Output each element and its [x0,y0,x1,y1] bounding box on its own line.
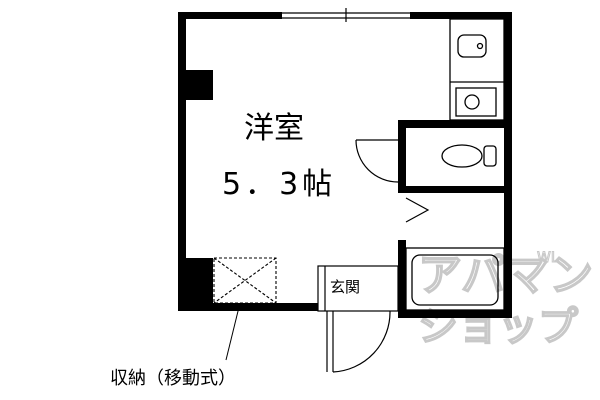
window [282,8,410,22]
kitchen [449,18,505,121]
stove-icon [455,87,497,117]
bathtub [405,247,505,311]
pillar-lower [178,258,213,311]
room-name: 洋室 [244,111,304,146]
toilet-door [355,139,399,183]
storage-box [213,257,277,304]
bath-door-icon [405,197,430,223]
bottom-wall-right [398,310,512,318]
toilet-bath-divider [398,186,512,193]
sink-icon [457,34,487,58]
bathtub-inner [411,254,499,306]
storage-label: 収納（移動式） [110,368,236,389]
entrance-area [317,265,399,312]
entrance-door [326,310,391,373]
toilet-icon [441,144,497,168]
entrance-label: 玄関 [330,278,360,296]
top-wall-left [178,12,282,19]
bottom-wall-left [178,303,318,311]
kitchen-counter [449,18,505,121]
left-wall [178,12,186,310]
storage-leader-line [225,302,241,361]
room-size: 5．3帖 [222,167,336,202]
watermark-small: WL [537,250,559,266]
top-wall-right [410,12,512,19]
storage-outline [213,257,277,304]
bath-left-wall [398,240,406,318]
toilet-top-wall [398,120,512,128]
walls [178,12,512,318]
bathtub-outline [405,247,505,311]
pillar-upper [178,70,213,100]
toilet-left-wall [398,120,406,190]
right-wall [504,12,512,317]
entrance-box [317,265,399,312]
